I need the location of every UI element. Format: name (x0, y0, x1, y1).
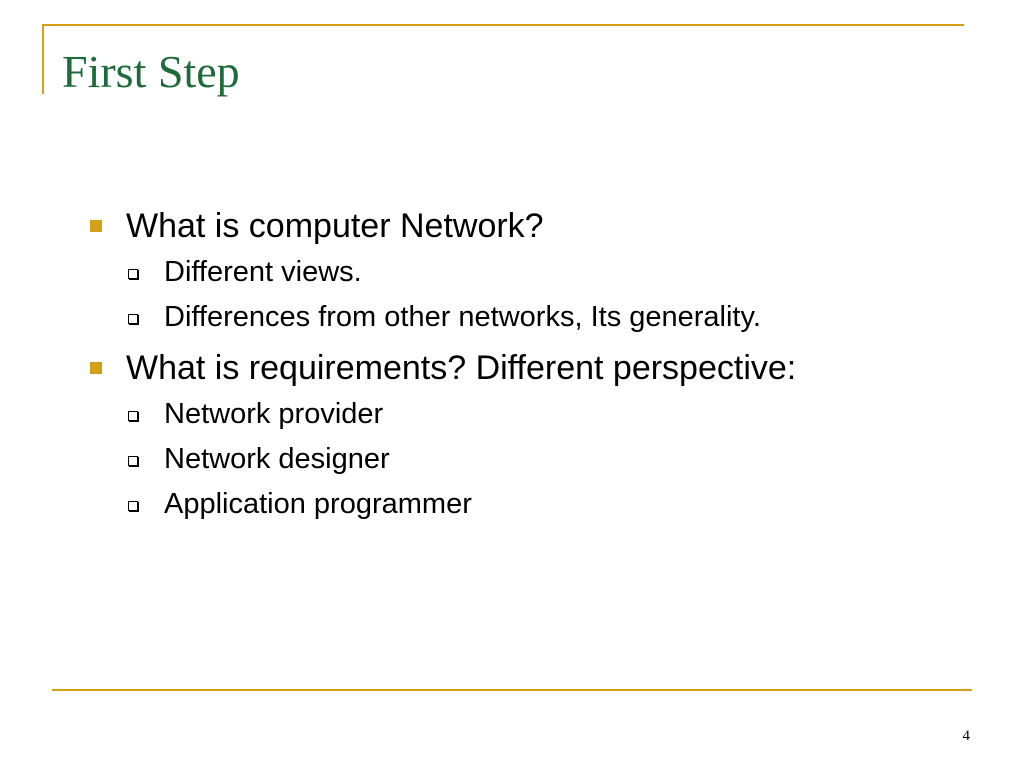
sub-bullet-application-programmer: Application programmer (90, 482, 970, 527)
sub-bullet-text: Differences from other networks, Its gen… (164, 301, 761, 333)
bullet-text: What is requirements? Different perspect… (126, 349, 797, 387)
sub-bullet-text: Application programmer (164, 488, 472, 520)
hollow-square-bullet-icon (128, 314, 138, 324)
sub-bullet-text: Network designer (164, 443, 390, 475)
sub-bullet-text: Network provider (164, 398, 384, 430)
square-bullet-icon (90, 362, 102, 374)
frame-top-line (42, 24, 964, 26)
sub-bullet-different-views: Different views. (90, 250, 970, 295)
bullet-text: What is computer Network? (126, 207, 544, 245)
hollow-square-bullet-icon (128, 456, 138, 466)
sub-bullet-network-provider: Network provider (90, 392, 970, 437)
frame-bottom-line (52, 689, 972, 691)
hollow-square-bullet-icon (128, 411, 138, 421)
frame-left-line (42, 24, 44, 94)
page-number: 4 (962, 728, 971, 744)
bullet-computer-network: What is computer Network? (90, 206, 970, 246)
sub-bullet-text: Different views. (164, 256, 362, 288)
sub-bullet-list: Different views. Differences from other … (90, 250, 970, 340)
slide-title: First Step (62, 46, 240, 97)
slide-content: What is computer Network? Different view… (90, 206, 970, 529)
sub-bullet-network-designer: Network designer (90, 437, 970, 482)
bullet-requirements: What is requirements? Different perspect… (90, 348, 970, 388)
square-bullet-icon (90, 220, 102, 232)
sub-bullet-differences: Differences from other networks, Its gen… (90, 295, 970, 340)
hollow-square-bullet-icon (128, 269, 138, 279)
sub-bullet-list: Network provider Network designer Applic… (90, 392, 970, 527)
hollow-square-bullet-icon (128, 501, 138, 511)
